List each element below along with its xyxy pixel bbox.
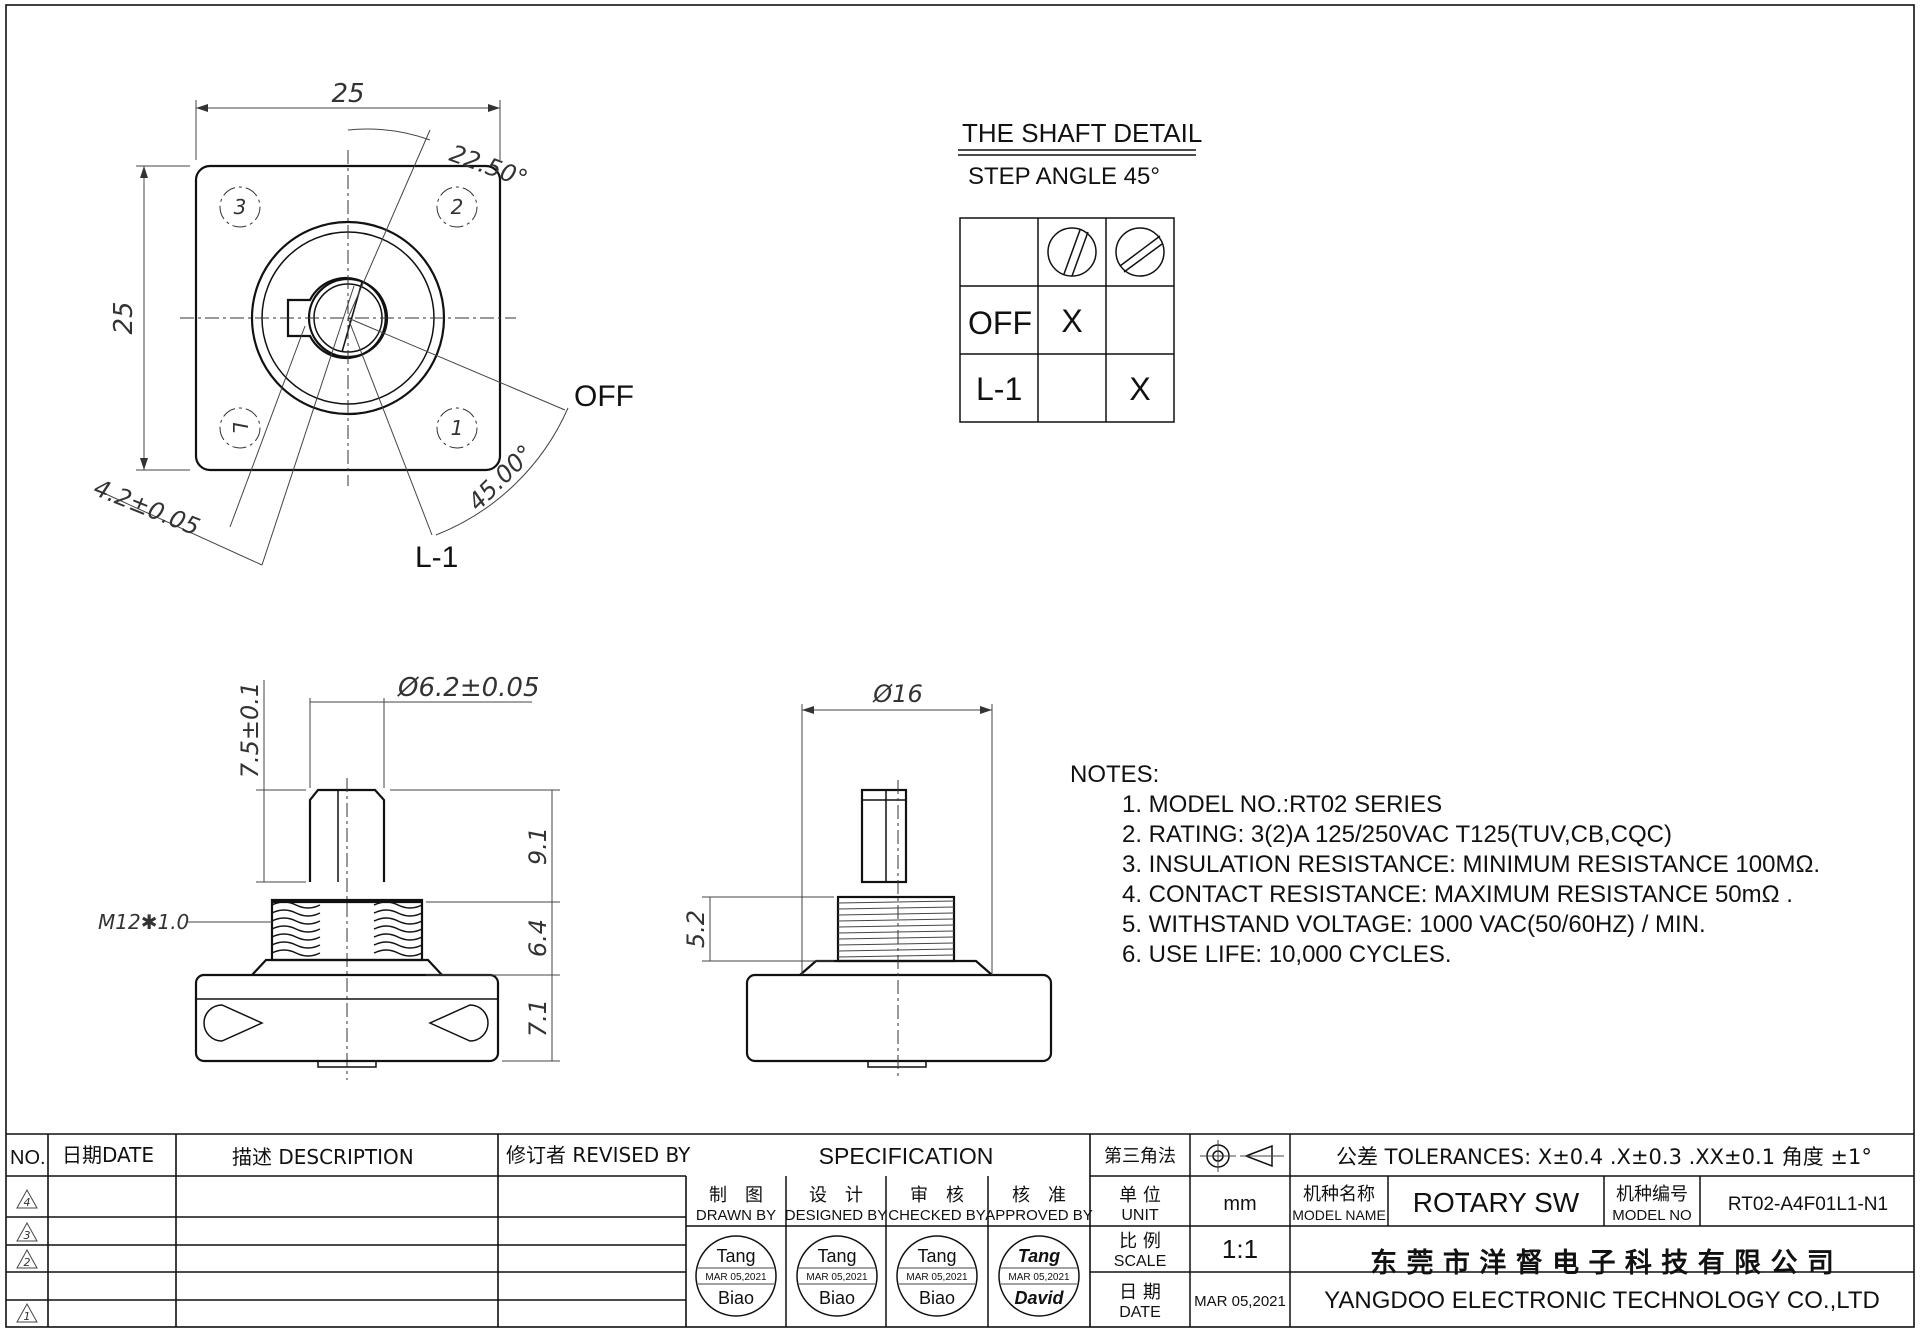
svg-text:Biao: Biao: [819, 1288, 855, 1308]
stamp-approved: Tang MAR 05,2021 David: [998, 1235, 1080, 1317]
model-name-value: ROTARY SW: [1413, 1187, 1580, 1218]
svg-text:Biao: Biao: [919, 1288, 955, 1308]
top-view-bushing: [286, 276, 387, 360]
shaft-detail-title: THE SHAFT DETAIL: [962, 118, 1202, 148]
dim-h1: 9.1: [524, 827, 552, 865]
dim-height: 25: [109, 301, 139, 334]
projection-symbol-icon: [1200, 1140, 1284, 1172]
company-en: YANGDOO ELECTRONIC TECHNOLOGY CO.,LTD: [1324, 1287, 1880, 1314]
shaft-row-l1-label: L-1: [976, 371, 1022, 407]
model-no-cn: 机种编号: [1616, 1184, 1688, 1205]
note-5: 5. WITHSTAND VOLTAGE: 1000 VAC(50/60HZ) …: [1122, 911, 1706, 938]
model-no-value: RT02-A4F01L1-N1: [1728, 1194, 1888, 1215]
front-view: Ø16 5.2: [682, 680, 1053, 1078]
note-2: 2. RATING: 3(2)A 125/250VAC T125(TUV,CB,…: [1122, 821, 1672, 848]
label-off: OFF: [574, 380, 634, 413]
date-en: DATE: [1119, 1304, 1160, 1321]
notes-heading: NOTES:: [1070, 761, 1159, 788]
role-drawn-en: DRAWN BY: [696, 1207, 776, 1224]
role-checked-cn: 审 核: [910, 1185, 964, 1206]
svg-text:David: David: [1014, 1288, 1064, 1308]
rev-row-2: 2: [24, 1256, 31, 1269]
drawing-frame: [5, 4, 1915, 1328]
note-1: 1. MODEL NO.:RT02 SERIES: [1122, 791, 1442, 818]
svg-text:Tang: Tang: [817, 1246, 856, 1266]
dim-shaft-len: 7.5±0.1: [236, 682, 264, 778]
note-4: 4. CONTACT RESISTANCE: MAXIMUM RESISTANC…: [1122, 881, 1793, 908]
dim-thread-len: 5.2: [682, 910, 710, 948]
scale-value: 1:1: [1222, 1234, 1258, 1264]
dim-width: 25: [331, 79, 364, 109]
svg-text:Tang: Tang: [1018, 1246, 1060, 1266]
unit-en: UNIT: [1121, 1207, 1159, 1224]
shaft-row-off-label: OFF: [968, 305, 1032, 341]
rev-row-3: 3: [24, 1229, 31, 1242]
svg-text:MAR 05,2021: MAR 05,2021: [906, 1272, 968, 1283]
svg-text:Tang: Tang: [917, 1246, 956, 1266]
stamp-drawn: Tang MAR 05,2021 Biao: [695, 1235, 777, 1317]
scale-cn: 比 例: [1119, 1231, 1161, 1252]
terminal-2: 2: [451, 195, 464, 219]
stamp-designed: Tang MAR 05,2021 Biao: [796, 1235, 878, 1317]
rev-no-header: NO.: [10, 1147, 46, 1169]
shaft-detail-subtitle: STEP ANGLE 45°: [968, 163, 1160, 190]
model-name-cn: 机种名称: [1303, 1184, 1375, 1205]
notes: NOTES: 1. MODEL NO.:RT02 SERIES 2. RATIN…: [1070, 761, 1820, 968]
tolerances: 公差 TOLERANCES: X±0.4 .X±0.3 .XX±0.1 角度 ±…: [1336, 1145, 1872, 1169]
terminal-1: 1: [451, 416, 464, 440]
model-no-en: MODEL NO: [1612, 1207, 1691, 1224]
dim-body-dia: Ø16: [872, 680, 922, 708]
role-designed-en: DESIGNED BY: [785, 1207, 888, 1224]
rev-desc-header: 描述 DESCRIPTION: [232, 1145, 414, 1169]
role-drawn-cn: 制 图: [709, 1185, 763, 1206]
projection-label: 第三角法: [1104, 1146, 1176, 1167]
stamp-checked: Tang MAR 05,2021 Biao: [896, 1235, 978, 1317]
shaft-row-l1-c2: X: [1129, 371, 1150, 407]
shaft-detail: THE SHAFT DETAIL STEP ANGLE 45° OFF X L-…: [958, 118, 1202, 423]
model-name-en: MODEL NAME: [1292, 1207, 1386, 1223]
rev-by-header: 修订者 REVISED BY: [506, 1143, 691, 1167]
rev-row-1: 1: [24, 1310, 31, 1323]
svg-text:MAR 05,2021: MAR 05,2021: [705, 1272, 767, 1283]
svg-text:Biao: Biao: [718, 1288, 754, 1308]
date-value: MAR 05,2021: [1194, 1293, 1286, 1310]
unit-cn: 单 位: [1119, 1185, 1161, 1206]
svg-text:MAR 05,2021: MAR 05,2021: [806, 1272, 868, 1283]
role-approved-en: APPROVED BY: [985, 1207, 1093, 1224]
svg-text:MAR 05,2021: MAR 05,2021: [1008, 1272, 1070, 1283]
side-view: Ø6.2±0.05 7.5±0.1 9.1 6.4 7.1 M12✱1.0: [98, 673, 560, 1080]
note-6: 6. USE LIFE: 10,000 CYCLES.: [1122, 941, 1452, 968]
terminal-l: L: [228, 422, 252, 433]
dim-angle-small: 22.50°: [446, 139, 531, 193]
label-l1: L-1: [415, 541, 458, 574]
dim-h3: 7.1: [524, 999, 552, 1037]
role-designed-cn: 设 计: [809, 1185, 863, 1206]
role-approved-cn: 核 准: [1012, 1185, 1066, 1206]
role-checked-en: CHECKED BY: [888, 1207, 986, 1224]
terminal-3: 3: [234, 195, 247, 219]
dim-h2: 6.4: [524, 919, 552, 957]
shaft-row-off-c1: X: [1061, 303, 1082, 339]
spec-title: SPECIFICATION: [819, 1143, 994, 1169]
scale-en: SCALE: [1114, 1253, 1166, 1270]
company-cn: 东 莞 市 洋 督 电 子 科 技 有 限 公 司: [1370, 1247, 1834, 1279]
note-3: 3. INSULATION RESISTANCE: MINIMUM RESIST…: [1122, 851, 1820, 878]
thread-callout: M12✱1.0: [98, 910, 189, 934]
unit-value: mm: [1223, 1193, 1256, 1215]
dim-offset: 4.2±0.05: [90, 474, 204, 542]
title-block: NO. 日期DATE 描述 DESCRIPTION 修订者 REVISED BY…: [6, 1133, 1914, 1327]
svg-text:Tang: Tang: [716, 1246, 755, 1266]
date-cn: 日 期: [1119, 1282, 1161, 1303]
rev-row-4: 4: [24, 1196, 31, 1209]
top-view: 3 2 L 1 25 25 22.50° OFF L-1 45.00° 4.: [90, 79, 634, 574]
rev-date-header: 日期DATE: [62, 1143, 154, 1167]
dim-shaft-dia: Ø6.2±0.05: [397, 673, 540, 703]
